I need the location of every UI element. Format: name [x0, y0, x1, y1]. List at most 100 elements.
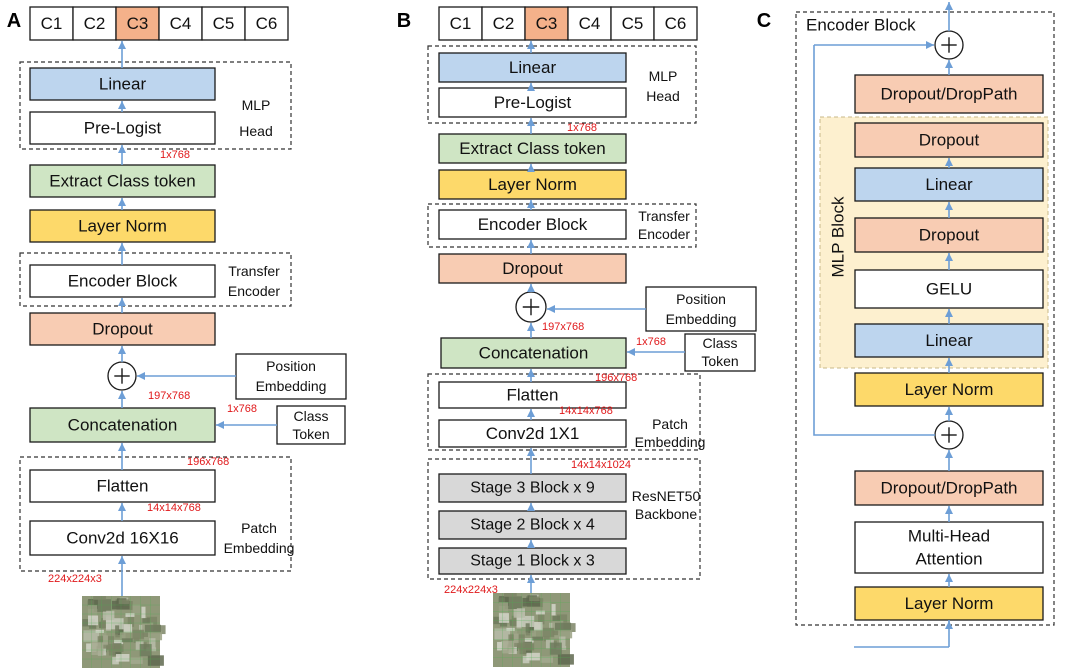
b-arrow-plus-dropout-head — [527, 284, 535, 292]
c-skip-top-path — [813, 45, 935, 436]
c-encoder-block-group — [795, 11, 1055, 626]
c-droppath_bot-label: Dropout/DropPath — [880, 479, 1017, 498]
b-mlp-head-group — [427, 45, 697, 124]
a-encoder-box — [29, 264, 216, 298]
a-prelogist-box-label: Pre-Logist — [84, 119, 162, 138]
c-gelu-label: GELU — [926, 280, 972, 299]
a-prelogist-box — [29, 111, 216, 145]
a-class-2 — [72, 6, 117, 41]
b-backbone-label: Backbone — [635, 506, 697, 522]
b-dim-1x768-class: 1x768 — [636, 336, 666, 348]
b-input-image — [493, 593, 576, 667]
b-class-1 — [438, 6, 483, 41]
c-linear2-label: Linear — [925, 331, 973, 350]
c-linear2-box — [854, 323, 1044, 358]
a-conv-box — [29, 520, 216, 556]
b-conv-box-label: Conv2d 1X1 — [486, 424, 580, 443]
b-patch-embedding-label: Embedding — [635, 434, 706, 450]
a-dim-197x768: 197x768 — [148, 390, 190, 402]
a-extract-box-label: Extract Class token — [49, 172, 195, 191]
a-arrow-conv-flatten-head — [118, 503, 126, 511]
a-class-label-2: C2 — [84, 14, 106, 33]
b-dim-197x768: 197x768 — [542, 321, 584, 333]
b-transfer-encoder-label: Transfer — [638, 208, 690, 224]
b-class-label-6: C6 — [665, 14, 687, 33]
b-class-4 — [567, 6, 612, 41]
b-linear-box — [438, 52, 627, 83]
c-linear1-label: Linear — [925, 175, 973, 194]
a-dropout-box — [29, 312, 216, 346]
c-droppath_bot-box — [854, 470, 1044, 506]
a-class-1 — [29, 6, 74, 41]
c-droppath_top-box — [854, 74, 1044, 114]
b-flatten-box — [438, 381, 627, 409]
a-dropout-box-label: Dropout — [92, 320, 153, 339]
a-arrow-encoder-layernorm-head — [118, 243, 126, 251]
panel-a-letter: A — [7, 10, 21, 32]
a-mlp-head-group — [19, 61, 292, 150]
c-arrow-linear2-gelu-head — [945, 309, 953, 317]
a-layernorm-box-label: Layer Norm — [78, 217, 167, 236]
b-arrow-prelogist-linear-head — [527, 83, 535, 91]
b-dim-14x14x768: 14x14x768 — [559, 405, 613, 417]
c-arrow-plus-layernorm1-head — [945, 407, 953, 415]
a-mlp-head-label: Head — [239, 123, 272, 139]
b-arrow-conv-flatten-head — [527, 409, 535, 417]
a-position-embedding-label: Embedding — [256, 378, 327, 394]
b-arrow-stage3-conv-head — [527, 448, 535, 456]
b-arrow-extract-prelogist-head — [527, 118, 535, 126]
b-stage2-box-label: Stage 2 Block x 4 — [470, 517, 595, 534]
a-class-label-4: C4 — [170, 14, 192, 33]
b-backbone-group — [427, 458, 701, 580]
c-arrow-plus-out-head — [945, 2, 953, 10]
a-arrow-img-conv-head — [118, 556, 126, 564]
c-mha-label: Attention — [915, 550, 982, 569]
c-arrow-droppath-plus-bottom-head — [945, 450, 953, 458]
b-position-embedding-label: Position — [676, 291, 726, 307]
a-linear-box-label: Linear — [99, 75, 147, 94]
a-position-embedding-label: Position — [266, 358, 316, 374]
a-class-3 — [115, 6, 160, 41]
b-class-label-5: C5 — [622, 14, 644, 33]
b-dim-1x768-top: 1x768 — [567, 122, 597, 134]
b-encoder-box-label: Encoder Block — [478, 215, 588, 234]
c-skip-top-arrow-head — [926, 41, 934, 49]
a-input-image — [82, 596, 166, 668]
b-class-6 — [653, 6, 698, 41]
b-arrow-layernorm-extract-head — [527, 164, 535, 172]
a-arrow-concat-plus-head — [118, 391, 126, 399]
a-class-5 — [201, 6, 246, 41]
b-patch-embedding-label: Patch — [652, 416, 688, 432]
a-transfer-encoder-label: Encoder — [228, 283, 280, 299]
a-dim-196x768: 196x768 — [187, 456, 229, 468]
b-arrow-encoder-layernorm-head — [527, 200, 535, 208]
a-layernorm-box — [29, 209, 216, 243]
a-dim-224x224x3: 224x224x3 — [48, 573, 102, 585]
b-backbone-label: ResNET50 — [632, 488, 701, 504]
a-extract-box — [29, 164, 216, 198]
a-arrow-plus-dropout-head — [118, 346, 126, 354]
c-arrow-mha-droppath-head — [945, 506, 953, 514]
a-patch-embedding-group — [19, 456, 292, 572]
b-stage3-box — [438, 473, 627, 503]
b-dim-196x768: 196x768 — [595, 372, 637, 384]
b-encoder-box — [438, 209, 627, 240]
c-dropout1-label: Dropout — [919, 131, 980, 150]
b-prelogist-box — [438, 87, 627, 118]
b-transfer-encoder-label: Encoder — [638, 226, 690, 242]
a-arrow-layernorm-extract-head — [118, 198, 126, 206]
c-dropout1-box — [854, 122, 1044, 158]
a-conv-box-label: Conv2d 16X16 — [66, 529, 178, 548]
a-flatten-box — [29, 469, 216, 503]
b-dim-224x224x3: 224x224x3 — [444, 584, 498, 596]
a-class-6 — [244, 6, 289, 41]
a-arrow-posemb-plus-head — [137, 372, 145, 380]
c-layernorm1-label: Layer Norm — [905, 380, 994, 399]
b-arrow-img-stage1-head — [527, 575, 535, 583]
b-class-5 — [610, 6, 655, 41]
c-mha-box — [854, 521, 1044, 574]
b-arrow-stage2-stage3-head — [527, 503, 535, 511]
b-transfer-encoder-group — [427, 203, 697, 248]
b-class-label-3: C3 — [536, 14, 558, 33]
